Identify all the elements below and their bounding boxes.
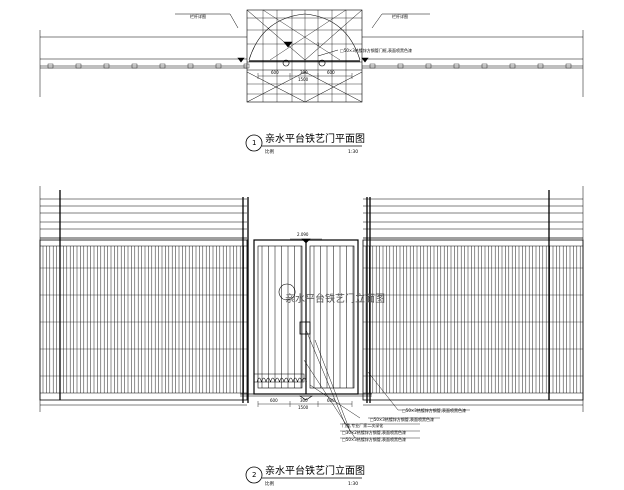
elev-top-level: 2.090 [297, 232, 309, 237]
plan-dim-total: 1500 [298, 77, 309, 82]
elev-note-right: □50×3热镀锌方钢管,表面喷黑色漆 [402, 407, 466, 413]
elev-scale: 1:30 [348, 481, 358, 487]
elev-note-3: □30×2热镀锌方钢管,表面喷黑色漆 [342, 429, 406, 435]
elev-watermark-title: 亲水平台铁艺门立面图 [285, 292, 385, 305]
elev-note-2: 门锁,专业厂家二次深化 [342, 422, 383, 428]
elev-dim-right: 600 [327, 398, 335, 403]
elev-title: 亲水平台铁艺门立面图 [265, 464, 365, 477]
elev-dim-mid: 300 [300, 398, 308, 403]
elev-title-number: 2 [252, 471, 256, 479]
plan-leader-right-label: 栏杆详图 [392, 13, 408, 19]
plan-view-linework [39, 9, 584, 103]
plan-dim-right: 600 [327, 70, 335, 75]
elev-note-4: □50×3热镀锌方钢管,表面喷黑色漆 [342, 436, 406, 442]
plan-level-mark: 1 [317, 42, 320, 47]
elev-dim-left: 600 [270, 398, 278, 403]
plan-note: □50×3热镀锌方钢管门框,表面喷黑色漆 [340, 47, 412, 53]
elevation-view-linework [39, 186, 584, 439]
plan-title-bubble [245, 134, 263, 152]
elev-scale-label: 比例 [265, 480, 274, 487]
elev-title-bubble [245, 466, 263, 484]
plan-dim-mid: 300 [300, 70, 308, 75]
elev-dim-total: 1500 [298, 405, 309, 410]
plan-dim-left: 600 [271, 70, 279, 75]
plan-title: 亲水平台铁艺门平面图 [265, 132, 365, 145]
plan-title-number: 1 [252, 139, 256, 147]
plan-scale: 1:30 [348, 149, 358, 155]
plan-scale-label: 比例 [265, 148, 274, 155]
plan-leader-left-label: 栏杆详图 [190, 13, 206, 19]
elev-note-1: □50×3热镀锌方钢管,表面喷黑色漆 [370, 416, 434, 422]
